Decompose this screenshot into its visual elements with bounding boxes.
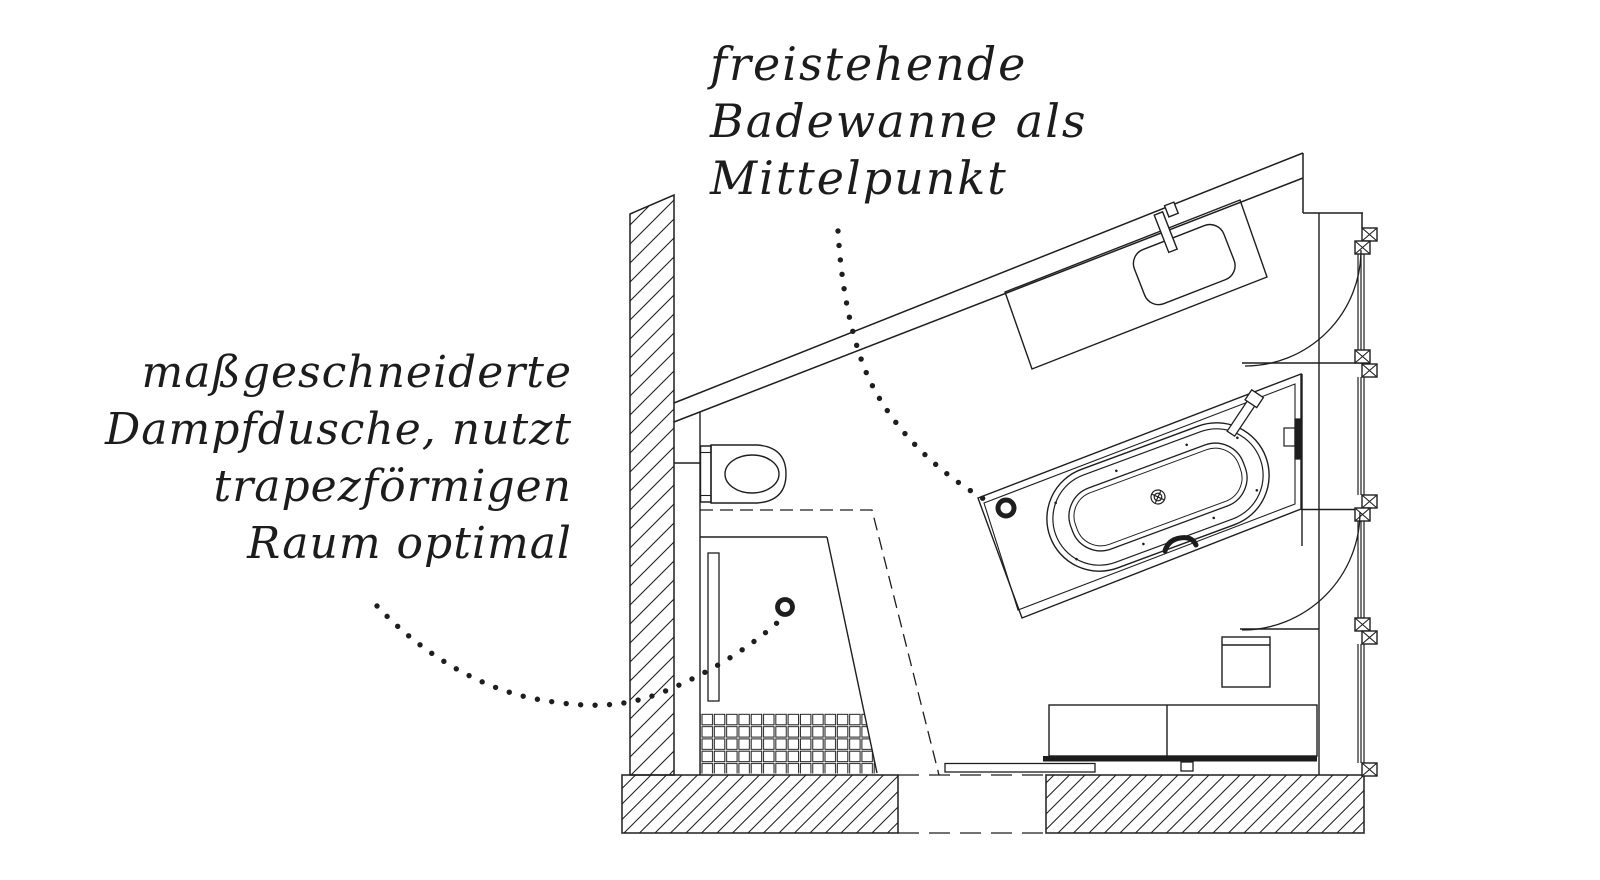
leader-dots-shower xyxy=(374,603,781,708)
annotation-line: Badewanne als xyxy=(710,94,1088,148)
toilet-bowl xyxy=(710,444,787,504)
annotation-line: Dampfdusche, nutzt xyxy=(105,404,572,455)
annotation-line: maßgeschneiderte xyxy=(141,347,572,398)
window-band xyxy=(1354,227,1378,777)
shower-tray-side xyxy=(826,536,878,774)
shower-dashed-boundary xyxy=(700,509,940,776)
toilet xyxy=(699,444,787,504)
annotation-line: freistehende xyxy=(710,37,1028,91)
shower-glass-panel xyxy=(707,552,720,702)
bathtub-faucet xyxy=(1226,388,1265,438)
toilet-seat xyxy=(724,454,780,494)
toilet-cistern xyxy=(699,445,712,503)
bottom-wall-left-hatched xyxy=(621,774,899,834)
shower-tile-floor xyxy=(700,713,877,774)
annotation-line: Raum optimal xyxy=(247,518,572,569)
bathtub-platform xyxy=(977,372,1302,619)
sliding-door-panel xyxy=(944,762,1096,773)
side-cabinet xyxy=(1221,636,1271,688)
annotation-line: Mittelpunkt xyxy=(710,151,1008,205)
door-swing-bottom xyxy=(1241,511,1361,631)
wall-mounted-filler xyxy=(1283,418,1301,460)
washbasin-counter xyxy=(1004,199,1268,370)
bottom-wall-right-hatched xyxy=(1045,774,1365,834)
leader-dots-bathtub xyxy=(835,228,987,502)
floor-connection-ring xyxy=(995,497,1017,519)
bathtub-drain xyxy=(1150,489,1166,505)
steam-shower xyxy=(700,509,940,776)
washbasin-faucet-handle xyxy=(1163,201,1180,218)
annotation-line: trapezförmigen xyxy=(213,461,572,512)
left-wall-hatched xyxy=(629,193,675,776)
door-swing-top xyxy=(1244,249,1362,367)
vanity-cabinets xyxy=(1048,704,1318,757)
annotation-bathtub-note: freistehende Badewanne als Mittelpunkt xyxy=(710,36,1088,207)
bathtub-jet-marks xyxy=(1054,436,1259,561)
washbasin-basin xyxy=(1132,223,1236,306)
bathtub-handle xyxy=(1162,535,1199,554)
sliding-door-grip xyxy=(1180,761,1194,772)
window-glazing-lines xyxy=(1357,254,1365,763)
sloped-wall xyxy=(673,152,1363,423)
freestanding-bathtub xyxy=(995,388,1301,572)
inner-wall-lining xyxy=(674,412,701,775)
sliding-door-opening xyxy=(898,756,1317,834)
annotation-shower-note: maßgeschneiderte Dampfdusche, nutzt trap… xyxy=(30,344,572,572)
sliding-door-track xyxy=(1043,756,1317,762)
washbasin-faucet xyxy=(1153,210,1179,254)
shower-floor-drain xyxy=(775,597,795,617)
